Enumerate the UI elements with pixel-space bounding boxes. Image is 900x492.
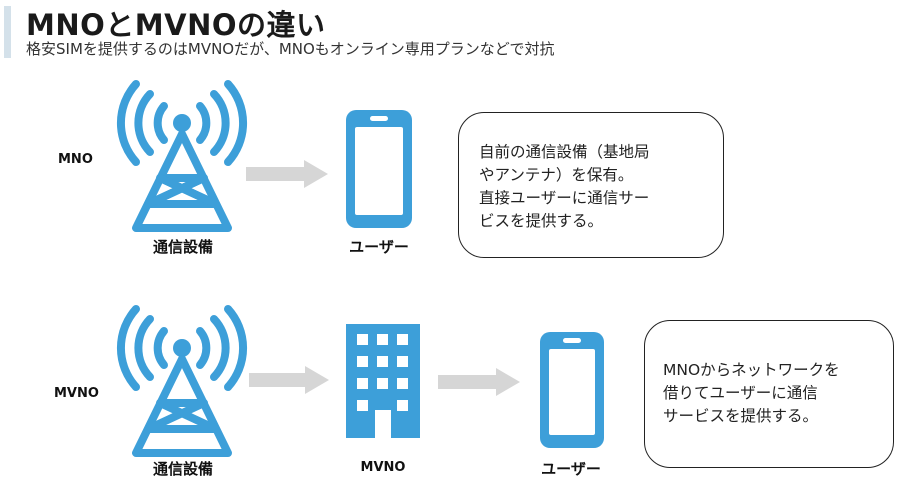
office-building-icon bbox=[346, 324, 420, 438]
page-title: MNOとMVNOの違い bbox=[26, 8, 326, 42]
smartphone-icon bbox=[346, 110, 412, 228]
mno-note-line: 直接ユーザーに通信サー bbox=[479, 189, 650, 207]
mno-tower-caption: 通信設備 bbox=[152, 238, 213, 256]
arrow-right-icon bbox=[249, 366, 329, 394]
mvno-description-box: MNOからネットワークを 借りてユーザーに通信 サービスを提供する。 bbox=[644, 320, 894, 468]
arrow-right-icon bbox=[246, 160, 328, 188]
arrow-right-icon bbox=[438, 368, 520, 396]
mvno-building-caption: MVNO bbox=[360, 460, 406, 475]
mno-description-box: 自前の通信設備（基地局 やアンテナ）を保有。 直接ユーザーに通信サー ビスを提供… bbox=[458, 112, 724, 258]
mno-note-line: 自前の通信設備（基地局 bbox=[479, 143, 650, 161]
antenna-tower-icon bbox=[116, 80, 248, 232]
mvno-row-label: MVNO bbox=[54, 386, 99, 401]
title-accent-bar bbox=[4, 6, 11, 58]
mvno-note-line: MNOからネットワークを bbox=[663, 361, 840, 379]
smartphone-icon bbox=[540, 332, 604, 448]
page-subtitle: 格安SIMを提供するのはMVNOだが、MNOもオンライン専用プランなどで対抗 bbox=[26, 40, 555, 58]
mvno-user-caption: ユーザー bbox=[541, 460, 601, 478]
mvno-note-line: 借りてユーザーに通信 bbox=[663, 384, 818, 402]
mno-note-line: やアンテナ）を保有。 bbox=[479, 166, 634, 184]
mvno-note-line: サービスを提供する。 bbox=[663, 407, 819, 425]
mno-note-line: ビスを提供する。 bbox=[479, 212, 604, 230]
mno-user-caption: ユーザー bbox=[349, 238, 409, 256]
mno-row-label: MNO bbox=[58, 152, 93, 167]
antenna-tower-icon bbox=[116, 305, 248, 457]
mvno-tower-caption: 通信設備 bbox=[152, 460, 213, 478]
